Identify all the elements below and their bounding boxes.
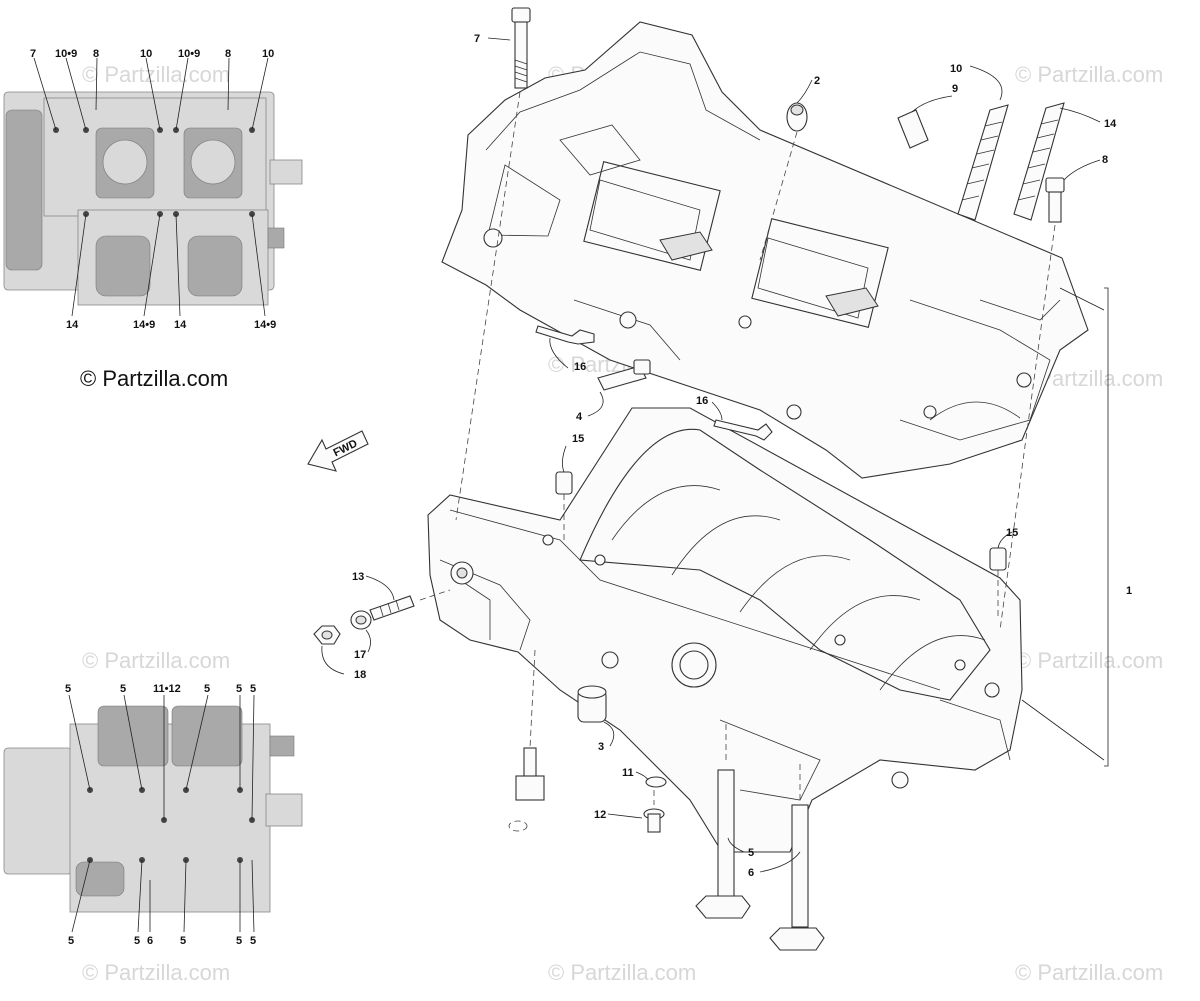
- callout-8: 8: [1102, 154, 1108, 166]
- washer-11: [645, 776, 667, 788]
- callout-6: 6: [748, 867, 754, 879]
- thumb-top-label: 5: [204, 683, 210, 695]
- forward-label: FWD: [332, 438, 360, 460]
- callout-11: 11: [622, 767, 634, 779]
- hardware-parts: [313, 7, 1065, 951]
- thumb-bottom-label: 5: [68, 935, 74, 947]
- sleeve-9: [897, 109, 929, 149]
- thumb-bottom-label: 14: [66, 319, 79, 331]
- watermark: © Partzilla.com: [82, 648, 230, 673]
- thumb-top-label: 5: [65, 683, 71, 695]
- callout-15: 15: [572, 433, 584, 445]
- thumb-bottom-label: 6: [147, 935, 153, 947]
- thumb-bottom-label: 5: [236, 935, 242, 947]
- engine-bottom-view-thumbnail: 5 5 11•12 5 5 5 5 5 6 5 5 5: [3, 683, 303, 947]
- thumb-top-label: 10•9: [178, 48, 200, 60]
- thumb-top-label: 10: [140, 48, 152, 60]
- hose-16-upper: [535, 325, 595, 345]
- bolt-6: [769, 804, 825, 951]
- stud-14: [1013, 102, 1065, 221]
- thumb-top-label: 8: [225, 48, 231, 60]
- callout-10: 10: [950, 63, 962, 75]
- hose-16-lower: [713, 419, 773, 441]
- upper-crankcase: [441, 21, 1089, 479]
- callout-15: 15: [1006, 527, 1018, 539]
- bolt-5: [695, 769, 751, 919]
- screw-12: [643, 808, 665, 833]
- thumb-top-label: 7: [30, 48, 36, 60]
- thumb-bottom-label: 5: [134, 935, 140, 947]
- watermark: © Partzilla.com: [82, 960, 230, 985]
- thumb-bottom-label: 5: [250, 935, 256, 947]
- watermark: © Partzilla.com: [1015, 62, 1163, 87]
- nut-18: [313, 625, 341, 645]
- callout-leaders: [321, 37, 1109, 873]
- callout-7: 7: [474, 33, 480, 45]
- callout-16: 16: [574, 361, 586, 373]
- callout-9: 9: [952, 83, 958, 95]
- callout-13: 13: [352, 571, 364, 583]
- dowel-2: [786, 102, 808, 132]
- callout-17: 17: [354, 649, 366, 661]
- callout-4: 4: [576, 411, 583, 423]
- callout-12: 12: [594, 809, 606, 821]
- engine-top-view-thumbnail: 7 10•9 8 10 10•9 8 10 14 14•9 14 14•9: [3, 48, 303, 331]
- lower-crankcase: [427, 407, 1023, 853]
- bolt-8: [1045, 177, 1065, 223]
- callout-16: 16: [696, 395, 708, 407]
- thumb-top-label: 5: [236, 683, 242, 695]
- stud-13: [369, 595, 415, 621]
- thumb-top-label: 10: [262, 48, 274, 60]
- temperature-sensor: [508, 747, 545, 832]
- thumb-top-label: 10•9: [55, 48, 77, 60]
- watermark: © Partzilla.com: [82, 62, 230, 87]
- alignment-lines: [419, 91, 1056, 805]
- watermark: © Partzilla.com: [1015, 648, 1163, 673]
- thumb-top-label: 8: [93, 48, 99, 60]
- watermark: © Partzilla.com: [548, 960, 696, 985]
- stud-10: [957, 104, 1009, 221]
- thumb-bottom-label: 5: [180, 935, 186, 947]
- bolt-7: [511, 7, 531, 89]
- bushing-3: [577, 685, 607, 723]
- callout-14: 14: [1104, 118, 1117, 130]
- callout-5: 5: [748, 847, 754, 859]
- thumb-bottom-label: 14: [174, 319, 187, 331]
- callout-numbers: 7 2 10 9 14 8 16 4 16 15 15 1 13 17 18 3…: [352, 33, 1132, 879]
- dowel-15-left: [555, 471, 573, 495]
- fitting-4: [597, 359, 651, 391]
- thumb-bottom-label: 14•9: [254, 319, 276, 331]
- thumb-bottom-label: 14•9: [133, 319, 155, 331]
- forward-arrow-icon: FWD: [307, 430, 369, 472]
- callout-18: 18: [354, 669, 366, 681]
- callout-1: 1: [1126, 585, 1132, 597]
- dowel-15-right: [989, 547, 1007, 571]
- callout-2: 2: [814, 75, 820, 87]
- thumb-top-label: 11•12: [153, 683, 181, 695]
- thumb-top-label: 5: [250, 683, 256, 695]
- callout-3: 3: [598, 741, 604, 753]
- watermark: © Partzilla.com: [1015, 960, 1163, 985]
- copyright-text: © Partzilla.com: [80, 366, 229, 391]
- nut-17: [350, 610, 372, 630]
- thumb-top-label: 5: [120, 683, 126, 695]
